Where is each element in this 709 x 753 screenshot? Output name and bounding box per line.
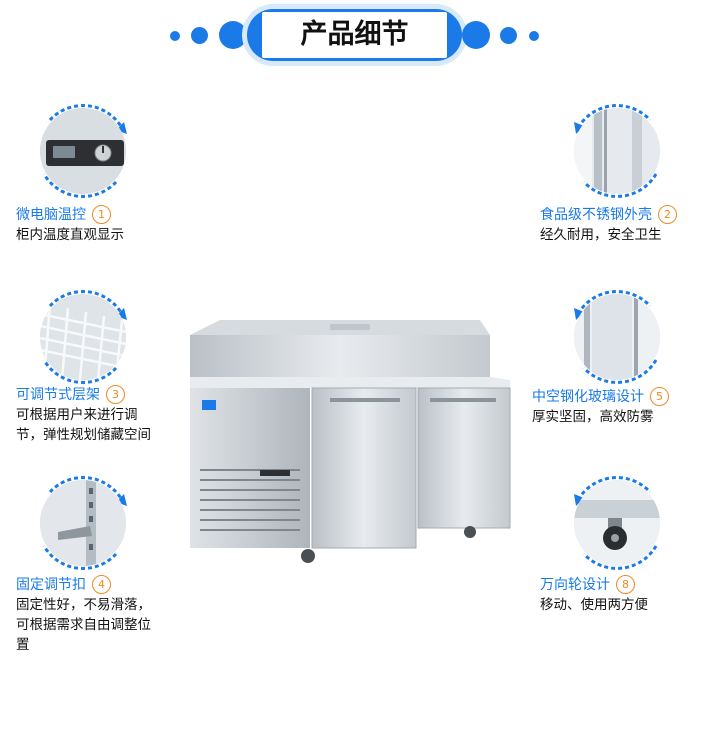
feature-desc: 厚实坚固，高效防雾 [532, 409, 654, 425]
feature-name: 可调节式层架 [16, 387, 100, 403]
feature-item: 可调节式层架 3 可根据用户来进行调节，弹性规划储藏空间 [16, 384, 151, 445]
decor-dot [219, 21, 247, 49]
feature-desc: 移动、使用两方便 [540, 597, 648, 613]
feature-desc: 固定性好，不易滑落，可根据需求自由调整位置 [16, 597, 151, 653]
thermostat-panel-icon [32, 100, 134, 202]
feature-desc: 可根据用户来进行调节，弹性规划储藏空间 [16, 407, 151, 443]
feature-number: 8 [616, 575, 635, 594]
caster-wheel-icon [566, 472, 668, 574]
feature-number: 5 [650, 387, 669, 406]
feature-item: 万向轮设计 8 移动、使用两方便 [540, 574, 648, 615]
decor-dot [500, 27, 517, 44]
feature-desc: 经久耐用，安全卫生 [540, 227, 662, 243]
steel-shell-icon [566, 100, 668, 202]
feature-item: 食品级不锈钢外壳 2 经久耐用，安全卫生 [540, 204, 677, 245]
wire-shelf-icon [32, 286, 134, 388]
feature-name: 万向轮设计 [540, 577, 610, 593]
refrigerated-prep-table-image [180, 300, 520, 570]
feature-item: 微电脑温控 1 柜内温度直观显示 [16, 204, 166, 245]
feature-name: 中空钢化玻璃设计 [532, 389, 644, 405]
section-header: 产品细节 [0, 0, 709, 70]
feature-number: 2 [658, 205, 677, 224]
page-title: 产品细节 [262, 12, 447, 58]
decor-dot [170, 31, 180, 41]
feature-item: 固定调节扣 4 固定性好，不易滑落，可根据需求自由调整位置 [16, 574, 151, 655]
glass-panel-icon [566, 286, 668, 388]
shelf-clip-icon [32, 472, 134, 574]
decor-dot [462, 21, 490, 49]
feature-number: 4 [92, 575, 111, 594]
feature-name: 微电脑温控 [16, 207, 86, 223]
decor-dot [529, 31, 539, 41]
feature-name: 固定调节扣 [16, 577, 86, 593]
feature-name: 食品级不锈钢外壳 [540, 207, 652, 223]
feature-item: 中空钢化玻璃设计 5 厚实坚固，高效防雾 [532, 386, 669, 427]
feature-number: 1 [92, 205, 111, 224]
feature-desc: 柜内温度直观显示 [16, 227, 124, 243]
feature-number: 3 [106, 385, 125, 404]
decor-dot [191, 27, 208, 44]
